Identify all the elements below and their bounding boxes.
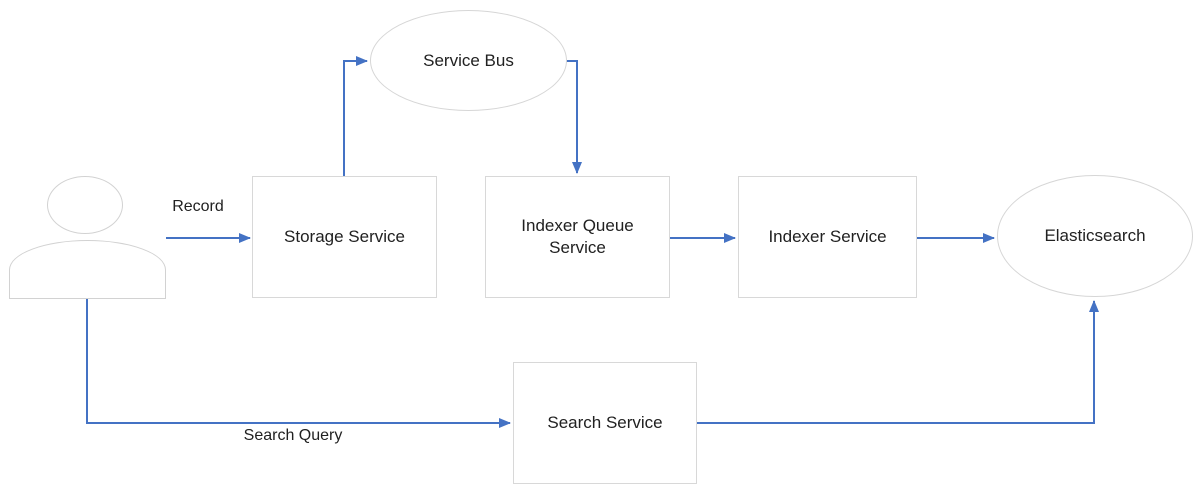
edge-storage-to-servicebus-arrow (343, 56, 368, 176)
search-service-node: Search Service (513, 362, 697, 484)
search-query-edge-label: Search Query (243, 427, 343, 444)
storage-service-label: Storage Service (284, 226, 405, 246)
indexer-queue-service-label: Indexer Queue Service (521, 215, 634, 257)
storage-service-node: Storage Service (252, 176, 437, 298)
indexer-queue-service-node: Indexer Queue Service (485, 176, 670, 298)
search-service-label: Search Service (547, 412, 663, 432)
person-body-icon (9, 240, 166, 299)
edge-search-to-elasticsearch-arrow (697, 300, 1099, 424)
indexer-service-node: Indexer Service (738, 176, 917, 298)
edge-user-to-search-arrow (86, 298, 511, 428)
edge-servicebus-to-indexerqueue-arrow (566, 60, 582, 174)
elasticsearch-label: Elasticsearch (1044, 226, 1146, 245)
service-bus-label: Service Bus (423, 50, 514, 70)
person-head-icon (47, 176, 123, 234)
service-bus-node: Service Bus (370, 10, 567, 111)
user-person-icon (9, 176, 166, 299)
elasticsearch-node: Elasticsearch (997, 175, 1193, 297)
indexer-service-label: Indexer Service (768, 226, 887, 246)
record-edge-label: Record (172, 198, 224, 215)
